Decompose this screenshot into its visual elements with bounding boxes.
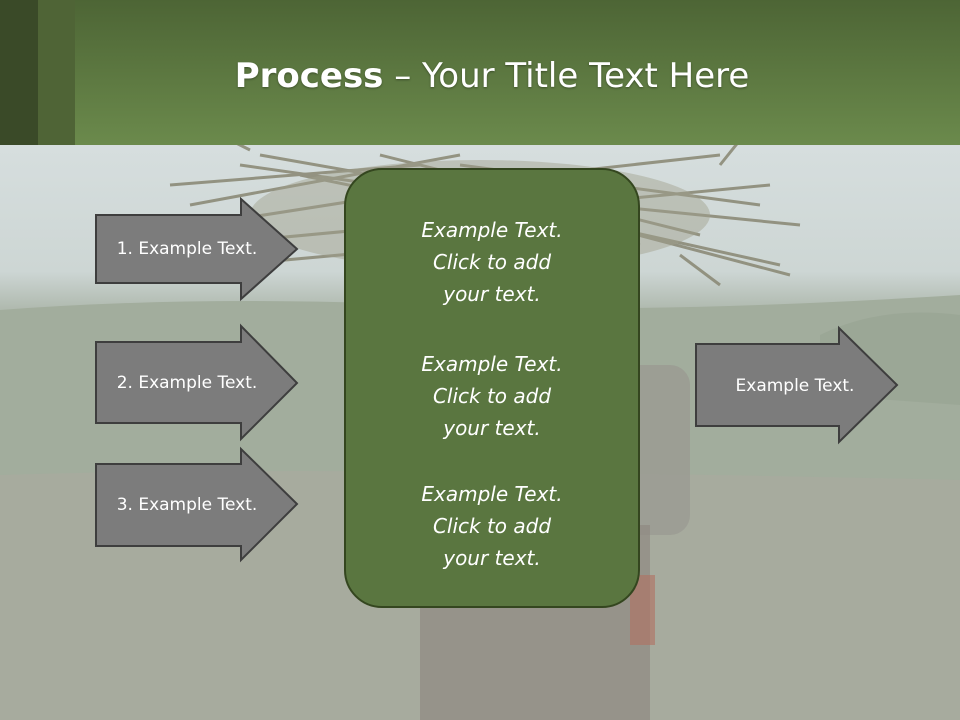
center-text-block: Example Text. Click to add your text. <box>346 214 638 310</box>
process-step-label: 1. Example Text. <box>95 198 279 300</box>
center-text-line: Click to add <box>346 510 638 542</box>
title-band: Process – Your Title Text Here <box>0 0 960 145</box>
result-arrow[interactable]: Example Text. <box>695 327 900 444</box>
center-text-line: your text. <box>346 278 638 310</box>
center-text-line: Click to add <box>346 380 638 412</box>
center-text-line: your text. <box>346 542 638 574</box>
process-step-arrow[interactable]: 3. Example Text. <box>95 448 300 561</box>
center-text-line: your text. <box>346 412 638 444</box>
center-content-box[interactable]: Example Text. Click to add your text. Ex… <box>344 168 640 608</box>
center-text-block: Example Text. Click to add your text. <box>346 478 638 574</box>
process-step-label: 3. Example Text. <box>95 448 279 561</box>
center-text-line: Click to add <box>346 246 638 278</box>
slide-title[interactable]: Process – Your Title Text Here <box>0 54 960 98</box>
center-text-block: Example Text. Click to add your text. <box>346 348 638 444</box>
process-step-label: 2. Example Text. <box>95 325 279 440</box>
center-text-line: Example Text. <box>346 214 638 246</box>
process-step-arrow[interactable]: 1. Example Text. <box>95 198 300 300</box>
slide-title-rest: – Your Title Text Here <box>383 56 749 96</box>
slide-title-bold: Process <box>235 56 384 96</box>
center-text-line: Example Text. <box>346 348 638 380</box>
center-text-line: Example Text. <box>346 478 638 510</box>
result-label: Example Text. <box>695 327 895 444</box>
process-step-arrow[interactable]: 2. Example Text. <box>95 325 300 440</box>
